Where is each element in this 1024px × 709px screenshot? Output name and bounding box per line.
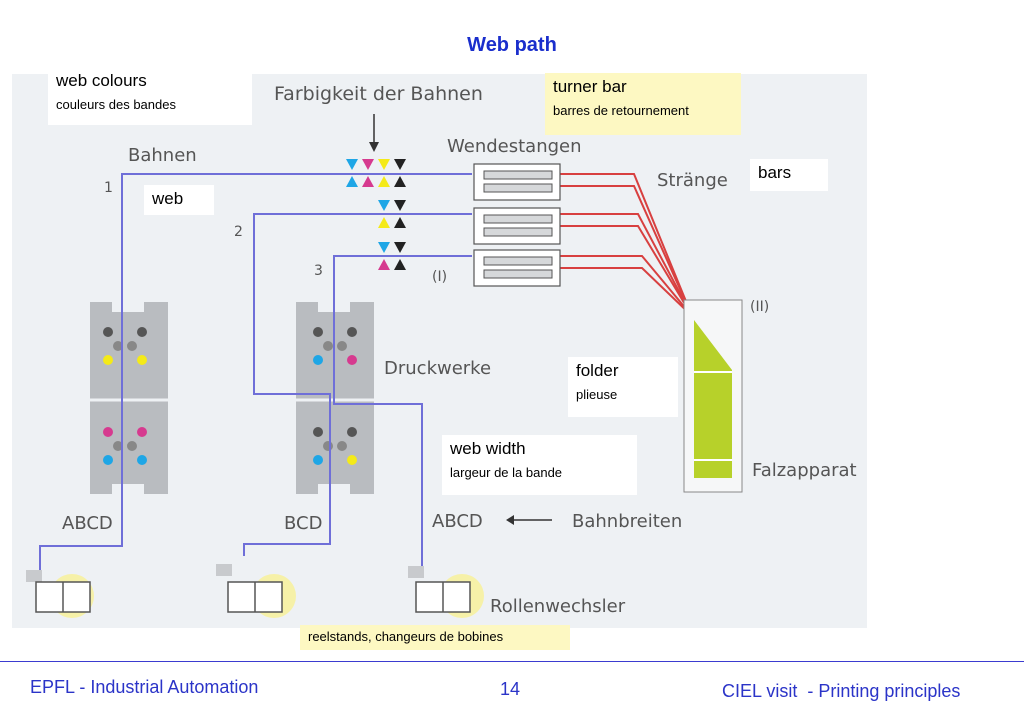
web-path-figure: Farbigkeit der Bahnen Bahnen Wendestange… [12,74,867,628]
footer-right: CIEL visit - Printing principles [722,681,961,701]
callout-web-colours-sub: couleurs des bandes [56,97,176,112]
reelstand-left [26,570,94,618]
label-bahnen: Bahnen [128,145,197,166]
bahnbreiten-arrow [506,515,552,525]
ink-rollers-left [103,327,147,465]
colour-triangles-web3 [378,242,406,270]
callout-web-width: web width largeur de la bande [442,435,637,495]
callout-turner-bar-main: turner bar [553,77,627,96]
reelstand-mid [216,564,296,618]
slide-title: Web path [467,34,557,56]
callout-reelstands: reelstands, changeurs de bobines [300,625,570,650]
label-web-2: 2 [234,224,243,240]
label-straenge: Stränge [657,170,728,191]
label-web-3: 3 [314,263,323,279]
colour-arrow [369,114,379,152]
footer-divider [0,661,1024,662]
callout-folder: folder plieuse [568,357,678,417]
reelstand-right [408,566,484,618]
label-rollenwechsler: Rollenwechsler [490,596,626,617]
callout-folder-main: folder [576,361,619,380]
callout-reelstands-main: reelstands, changeurs de bobines [308,629,504,644]
label-farbigkeit: Farbigkeit der Bahnen [274,83,483,105]
folder-unit [683,299,743,493]
label-abcd-right: ABCD [432,511,483,532]
label-falzapparat: Falzapparat [752,460,857,481]
callout-web-width-sub: largeur de la bande [450,465,563,480]
callout-web-colours: web colours couleurs des bandes [48,67,252,125]
footer-left: EPFL - Industrial Automation [30,677,259,697]
callout-web-main: web [152,189,184,208]
colour-triangles-web2 [378,200,406,228]
marker-I: (I) [432,269,447,285]
colour-triangles-web1 [346,159,406,187]
page-number: 14 [500,679,521,699]
label-druckwerke: Druckwerke [384,358,491,379]
label-bahnbreiten: Bahnbreiten [572,511,682,532]
callout-bars: bars [750,159,828,191]
label-abcd-left: ABCD [62,513,113,534]
ink-rollers-mid [313,327,357,465]
callout-turner-bar-sub: barres de retournement [553,103,689,118]
label-bcd-mid: BCD [284,513,322,534]
marker-II: (II) [750,299,769,315]
strand-lines [560,173,693,317]
printing-unit-left [90,302,168,494]
callout-turner-bar: turner bar barres de retournement [545,73,741,135]
callout-folder-sub: plieuse [576,387,618,402]
callout-web-colours-main: web colours [56,71,147,90]
label-wendestangen: Wendestangen [447,136,582,157]
callout-web-width-main: web width [450,439,526,458]
turner-bars [473,163,561,287]
web-path-diagram: Farbigkeit der Bahnen Bahnen Wendestange… [26,83,857,618]
web-lines [39,173,472,572]
callout-bars-main: bars [758,163,792,182]
label-web-1: 1 [104,180,113,196]
callout-web: web [144,185,214,215]
